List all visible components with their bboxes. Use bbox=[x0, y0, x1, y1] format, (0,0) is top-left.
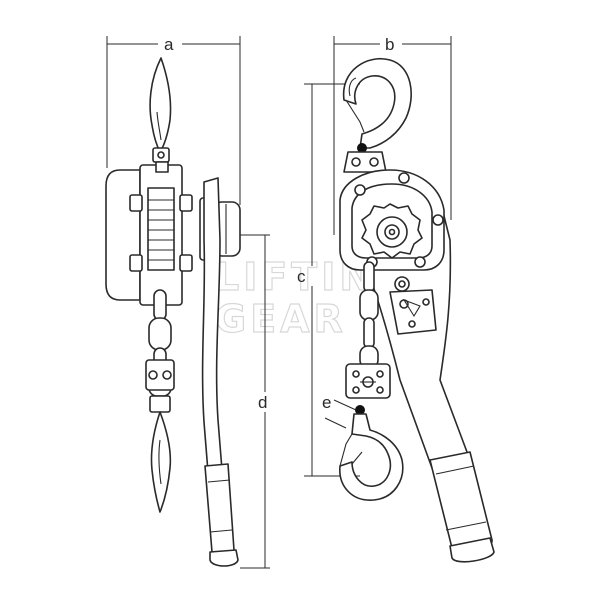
dimension-d: d bbox=[240, 234, 270, 569]
dimension-a-label: a bbox=[164, 35, 174, 54]
dimension-e-label: e bbox=[322, 393, 331, 412]
watermark-line-2: GEAR bbox=[215, 297, 347, 341]
side-bottom-hook bbox=[149, 395, 172, 513]
dimension-b: b bbox=[333, 35, 452, 235]
top-hook bbox=[342, 58, 412, 173]
dimension-a: a bbox=[106, 35, 241, 205]
gear bbox=[361, 203, 423, 259]
side-body bbox=[105, 161, 241, 306]
dimension-e: e bbox=[322, 393, 357, 429]
dimension-b-label: b bbox=[385, 35, 394, 54]
dimension-d-label: d bbox=[258, 393, 267, 412]
front-view: b c d e bbox=[240, 35, 495, 569]
side-chain bbox=[145, 289, 175, 397]
side-top-hook bbox=[149, 57, 172, 163]
load-chain bbox=[359, 261, 379, 369]
bottom-hook bbox=[339, 405, 404, 501]
bottom-block bbox=[345, 363, 391, 399]
side-lever bbox=[201, 177, 239, 567]
dimension-c-label: c bbox=[297, 267, 306, 286]
brake-plate bbox=[389, 276, 437, 335]
side-view: a bbox=[105, 35, 241, 567]
